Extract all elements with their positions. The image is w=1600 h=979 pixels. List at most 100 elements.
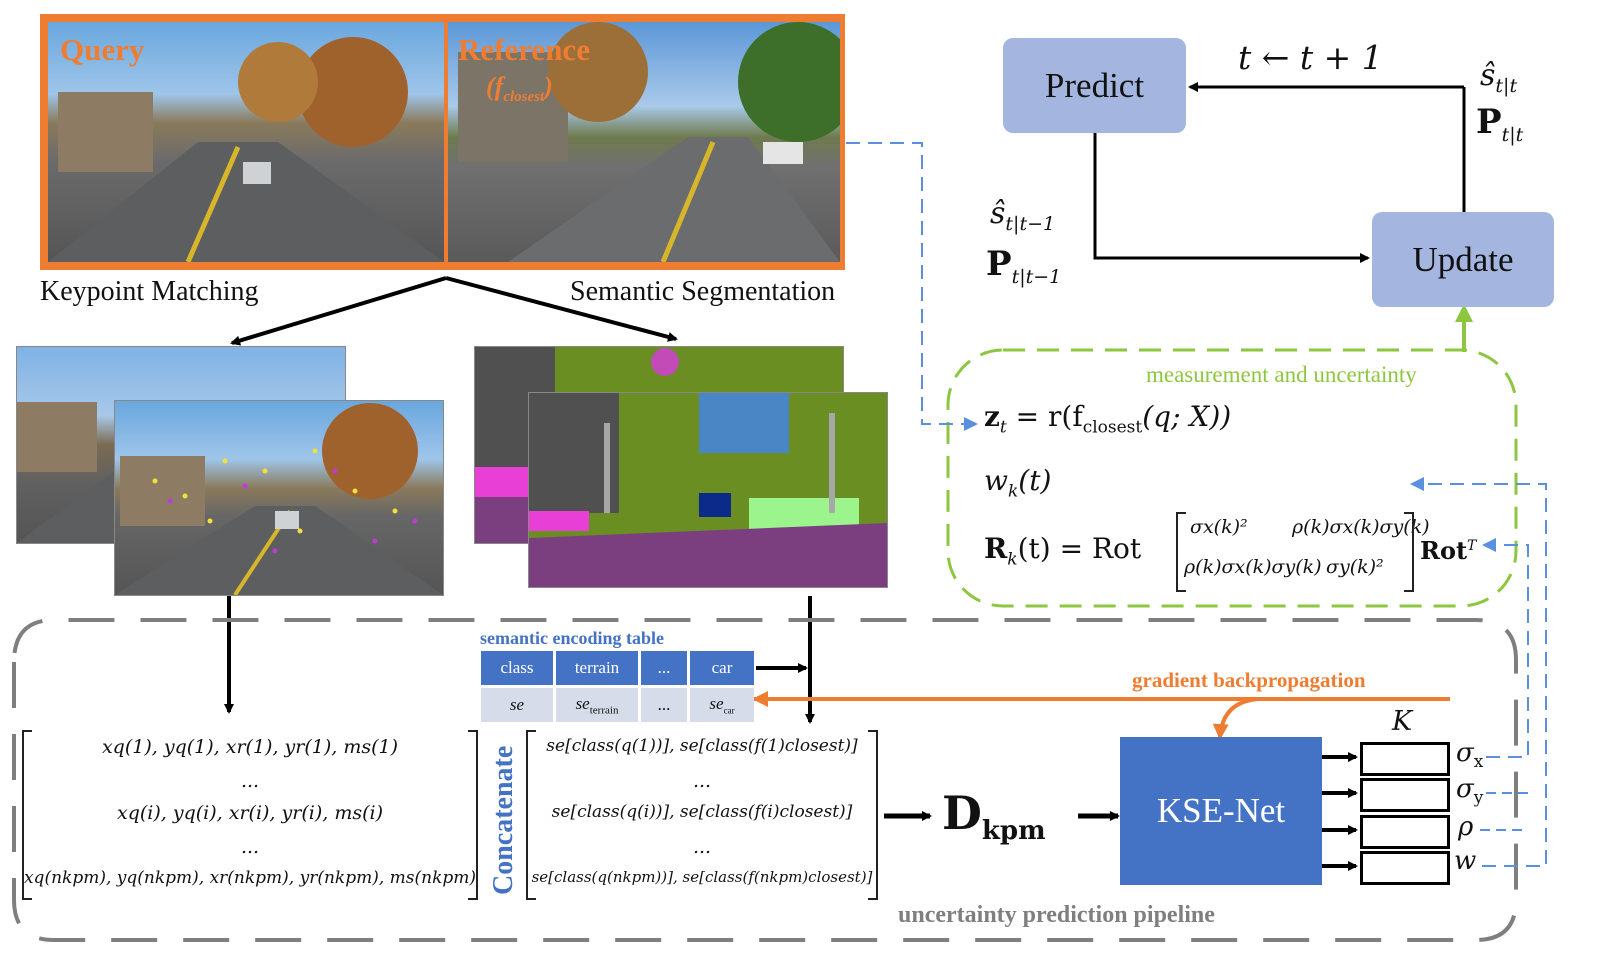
eq-z-rhs-sub: closest [1082,417,1143,438]
reference-f: (f [486,72,504,101]
semantic-matrix-row-n: se[class(q(nkpm))], se[class(f(nkpm)clos… [531,868,873,886]
update-label: Update [1412,239,1514,279]
eq-w-symbol: w [984,464,1008,497]
equation-z: zt = r(fclosest(q; X)) [984,400,1231,438]
keypoint-matrix-row-n: xq(nkpm), yq(nkpm), xr(nkpm), yr(nkpm), … [23,868,477,888]
reference-label: Reference [458,32,590,67]
eq-R-sub: k [1007,549,1018,570]
segmentation-front-scene-icon [529,393,887,587]
enc-head-terrain: terrain [556,651,638,685]
encoding-table-title: semantic encoding table [480,628,664,648]
output-box-w [1360,851,1450,885]
keypoint-matrix: xq(1), yq(1), xr(1), yr(1), ms(1) ... xq… [22,730,478,900]
query-image [48,22,444,263]
eq-z-rhs: = r(f [1006,400,1083,433]
eq-z-sub: t [999,417,1007,438]
semantic-matrix-left-bracket [526,730,536,900]
query-label: Query [60,32,145,67]
cov-matrix-right-bracket [1404,512,1414,592]
eq-R-mid: (t) = Rot [1017,532,1142,565]
enc-head-class: class [481,651,553,685]
enc-row-se: se [481,688,553,722]
reference-closest-label: (fclosest) [486,72,553,106]
loop-label: t ← t + 1 [1238,38,1383,77]
s-hat-posterior-sub: t|t [1495,75,1518,97]
arrow-to-keypoint [230,276,447,346]
cov-matrix-left-bracket [1176,512,1186,592]
keypoint-matrix-row-dots-1: ... [240,770,260,792]
output-sigma-y: σy [1456,774,1483,808]
s-hat-prior-sub: t|t−1 [1005,213,1056,235]
encoding-table-header: class terrain ... car [481,651,754,685]
cov-m11: σx(k)² [1190,516,1248,538]
dashed-image-to-z [846,142,978,431]
output-sigma-y-sub: y [1473,788,1484,809]
keypoint-matrix-left-bracket [22,730,32,900]
predict-label: Predict [1044,65,1145,105]
enc-row-terrain-sub: terrain [589,704,619,717]
dashed-w-to-weight [1410,477,1547,867]
output-rho: ρ [1458,812,1474,842]
keypoint-image-front [114,400,444,596]
output-box-rho [1360,815,1450,849]
equation-R: Rk(t) = Rot [984,532,1141,570]
gradient-arrow-to-ksenet [1212,697,1259,740]
keypoint-matrix-row-i: xq(i), yq(i), xr(i), yr(i), ms(i) [117,802,383,824]
k-label: K [1392,706,1413,737]
rot-transpose: RotT [1420,536,1476,565]
output-sigma-x: σx [1456,738,1483,772]
cov-m22: σy(k)² [1326,556,1384,578]
gradient-backprop-label: gradient backpropagation [1132,668,1366,692]
enc-head-car: car [690,651,754,685]
output-box-sigma-y [1360,778,1450,812]
semantic-matrix-row-i: se[class(q(i))], se[class(f(i)closest)] [551,802,853,822]
p-posterior: Pt|t [1476,102,1523,146]
reference-image [448,22,858,263]
enc-row-se-car-text: se [709,694,724,714]
arrow-to-segmentation [445,276,678,342]
output-sigma-y-symbol: σ [1456,774,1474,804]
output-sigma-x-symbol: σ [1456,738,1474,768]
output-sigma-x-sub: x [1473,752,1484,773]
p-prior-sub: t|t−1 [1011,265,1062,288]
enc-row-se-terrain: seterrain [556,688,638,722]
s-hat-posterior: ŝt|t [1480,58,1517,97]
equation-w: wk(t) [984,464,1051,502]
enc-row-se-car: secar [690,688,754,722]
keypoint-matrix-row-dots-2: ... [240,836,260,858]
s-hat-posterior-symbol: ŝ [1480,58,1496,93]
pipeline-box [12,618,1518,942]
cov-m12: ρ(k)σx(k)σy(k) [1292,516,1430,538]
semantic-matrix-row-dots-1: ... [692,770,712,792]
rot-t-sup: T [1467,538,1477,554]
dkpm-symbol: D [942,786,982,840]
enc-head-ellipsis: ... [641,651,687,685]
segmentation-image-front [528,392,888,588]
semantic-matrix-row-1: se[class(q(1))], se[class(f(1)closest)] [546,736,858,756]
output-box-sigma-x [1360,742,1450,776]
concatenate-label: Concatenate [488,745,519,895]
s-hat-prior-symbol: ŝ [990,196,1006,231]
measurement-box [946,348,1518,608]
s-hat-prior: ŝt|t−1 [990,196,1055,235]
semantic-matrix: se[class(q(1))], se[class(f(1)closest)] … [526,730,878,900]
eq-w-sub: k [1007,481,1019,502]
arrow-predict-to-update [1093,133,1370,263]
eq-z-tail: (q; X)) [1142,400,1232,433]
reference-close-paren: ) [544,72,553,101]
eq-R-symbol: R [984,532,1008,565]
measurement-title: measurement and uncertainty [1146,362,1417,387]
dashed-sigma-to-R [1482,538,1529,758]
eq-z-symbol: z [984,400,1000,433]
keypoint-front-scene-icon [115,403,443,595]
pipeline-label: uncertainty prediction pipeline [898,902,1215,928]
update-box: Update [1372,212,1554,307]
cov-m21: ρ(k)σx(k)σy(k) [1184,556,1322,578]
output-w: w [1454,846,1477,876]
reference-road-icon [458,22,858,263]
encoding-table-row: se seterrain ... secar [481,688,754,722]
p-posterior-sub: t|t [1501,123,1524,146]
encoding-table: class terrain ... car se seterrain ... s… [478,648,757,725]
enc-row-se-terrain-text: se [575,693,590,713]
